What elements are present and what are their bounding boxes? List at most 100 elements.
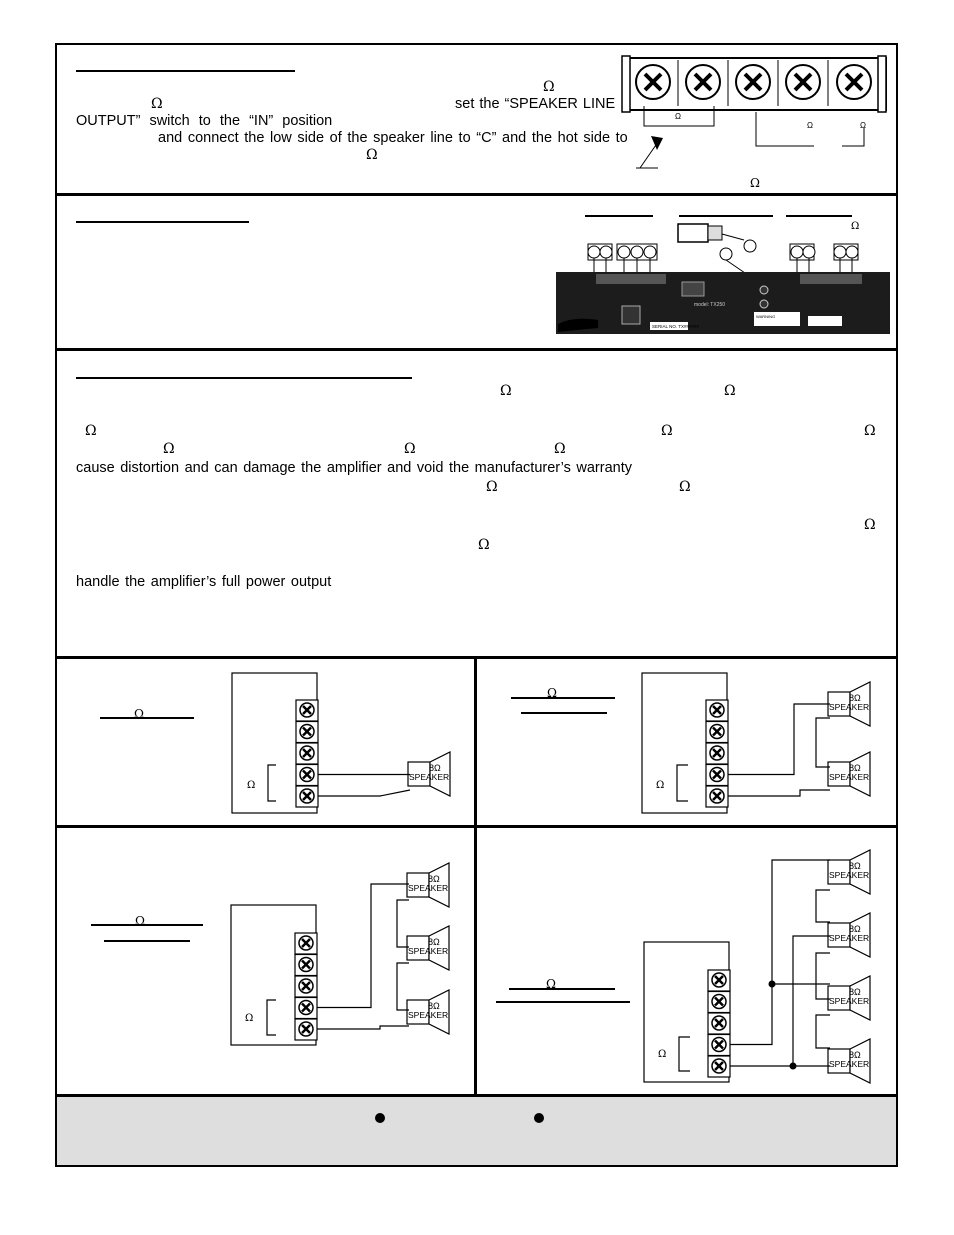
footer-bar — [57, 1097, 896, 1165]
terminal-screw-slot — [714, 996, 724, 1007]
wire — [815, 717, 830, 768]
omega-symbol: Ω — [245, 1013, 253, 1024]
page-frame — [55, 43, 898, 1167]
speaker-ohm-label: 8Ω — [849, 1050, 861, 1060]
speaker-ohm-label: 8Ω — [849, 763, 861, 773]
speaker-label: SPEAKER — [829, 702, 869, 712]
omega-symbol: Ω — [543, 79, 555, 95]
terminal-screw-slot — [302, 726, 312, 737]
jumper-wire — [267, 764, 276, 802]
omega-symbol: Ω — [247, 780, 255, 791]
wire — [728, 789, 830, 797]
svg-text:Ω: Ω — [807, 121, 813, 130]
section1-text-line3: and connect the low side of the speaker … — [158, 130, 628, 146]
amplifier-rear-panel: SERIAL NO. TX###### model: TX250 WARNING — [556, 223, 890, 334]
omega-symbol: Ω — [724, 383, 736, 399]
omega-symbol: Ω — [547, 686, 557, 700]
terminal-screw-slot — [301, 959, 311, 970]
wire — [815, 1014, 830, 1049]
omega-symbol: Ω — [486, 479, 498, 495]
omega-symbol: Ω — [656, 780, 664, 791]
speaker-label: SPEAKER — [829, 870, 869, 880]
speaker-label: SPEAKER — [829, 1059, 869, 1069]
speaker-cone — [849, 912, 871, 958]
wire — [730, 859, 830, 1046]
terminal-screw-slot — [712, 748, 722, 758]
divider-vertical — [474, 656, 477, 1096]
terminal-screw-slot — [714, 1018, 724, 1028]
speaker-label: SPEAKER — [829, 933, 869, 943]
wire — [815, 952, 830, 1000]
speaker-ohm-label: 8Ω — [849, 924, 861, 934]
terminal-strip-diagram: Ω Ω Ω Ω — [621, 55, 887, 190]
omega-symbol: Ω — [679, 479, 691, 495]
omega-symbol: Ω — [404, 441, 416, 457]
bullet-dot — [534, 1113, 544, 1123]
omega-symbol: Ω — [658, 1049, 666, 1060]
speaker-ohm-label: 8Ω — [849, 987, 861, 997]
speaker-cone — [849, 1038, 871, 1084]
diagram3-heading-underline — [104, 940, 190, 942]
omega-symbol: Ω — [366, 147, 378, 163]
terminal-screw-slot — [712, 705, 722, 715]
speaker-cone — [429, 751, 451, 797]
panel-label-underline — [585, 215, 653, 217]
speaker-ohm-label: 8Ω — [428, 937, 440, 947]
svg-text:Ω: Ω — [750, 176, 760, 190]
divider-2 — [55, 348, 898, 351]
panel-model: model: TX250 — [694, 302, 725, 308]
jumper-wire — [678, 1036, 690, 1072]
terminal-screw-slot — [714, 975, 724, 985]
omega-symbol: Ω — [864, 423, 876, 439]
svg-text:Ω: Ω — [675, 112, 681, 121]
terminal-screw-slot — [712, 769, 722, 780]
speaker-label: SPEAKER — [408, 1010, 448, 1020]
wire — [318, 789, 411, 797]
wire — [728, 703, 830, 776]
bullet-dot — [375, 1113, 385, 1123]
diagram2-heading-underline — [521, 712, 607, 714]
omega-symbol: Ω — [163, 441, 175, 457]
speaker-ohm-label: 8Ω — [849, 693, 861, 703]
speaker-ohm-label: 8Ω — [429, 763, 441, 773]
speaker-label: SPEAKER — [409, 772, 449, 782]
speaker-cone — [428, 862, 450, 908]
section3-text-power: handle the amplifier’s full power output — [76, 574, 332, 590]
section3-heading-underline — [76, 377, 412, 379]
panel-label-underline — [679, 215, 773, 217]
terminal-screw-slot — [302, 791, 312, 801]
diagram1-heading-underline — [100, 717, 194, 719]
terminal-screw-slot — [301, 1024, 311, 1034]
speaker-cone — [849, 751, 871, 797]
terminal-screw-slot — [714, 1039, 724, 1050]
omega-symbol: Ω — [864, 517, 876, 533]
omega-symbol: Ω — [546, 977, 556, 991]
wire — [792, 935, 830, 1066]
section1-text-line2: OUTPUT” switch to the “IN” position — [76, 113, 333, 129]
terminal-screw-slot — [302, 748, 312, 758]
jumper-wire — [266, 999, 276, 1036]
panel-label-underline — [786, 215, 852, 217]
omega-symbol: Ω — [851, 221, 860, 232]
terminal-screw-slot — [302, 705, 312, 715]
omega-symbol: Ω — [661, 423, 673, 439]
omega-symbol: Ω — [554, 441, 566, 457]
diagram2-heading-underline — [511, 697, 615, 699]
terminal-screw-slot — [714, 1061, 724, 1071]
speaker-ohm-label: 8Ω — [849, 861, 861, 871]
svg-text:Ω: Ω — [860, 121, 866, 130]
omega-symbol: Ω — [134, 707, 144, 721]
panel-serial: SERIAL NO. TX###### — [652, 324, 700, 329]
terminal-screw-slot — [712, 791, 722, 801]
omega-symbol: Ω — [478, 537, 490, 553]
omega-symbol: Ω — [135, 914, 145, 928]
terminal-screw-slot — [301, 981, 311, 991]
junction-dot — [768, 980, 776, 988]
divider-1 — [55, 193, 898, 196]
omega-symbol: Ω — [85, 423, 97, 439]
speaker-ohm-label: 8Ω — [428, 874, 440, 884]
omega-symbol: Ω — [151, 96, 163, 112]
diagram4-heading-underline — [496, 1001, 630, 1003]
speaker-cone — [849, 681, 871, 727]
